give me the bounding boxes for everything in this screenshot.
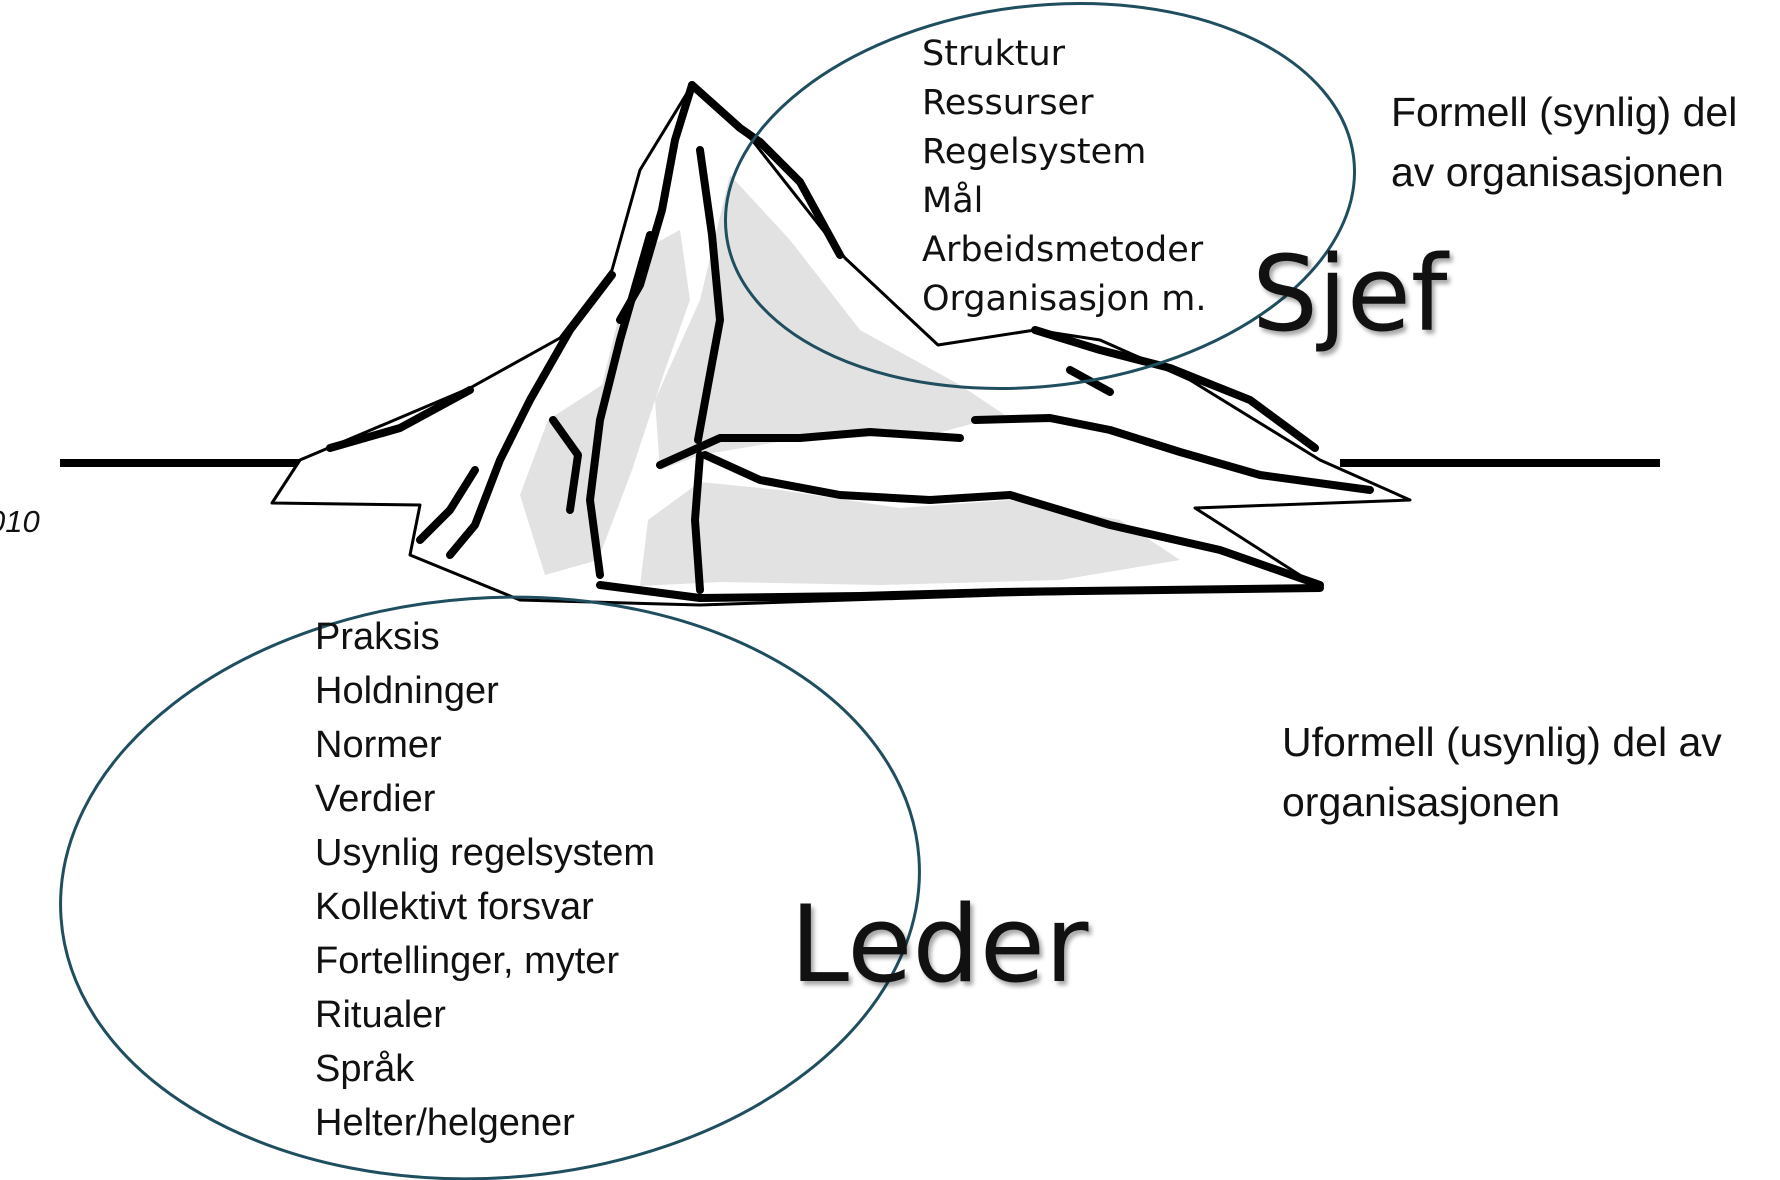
list-item: Mål [922, 181, 984, 221]
list-item: Fortellinger, myter [315, 940, 620, 982]
crevice-right-shelf [971, 414, 1374, 494]
informal-part-label: Uformell (usynlig) del av organisasjonen [1282, 712, 1722, 832]
crevice-center-vertical [694, 146, 724, 444]
list-item: Ressurser [922, 83, 1094, 123]
list-item: Struktur [922, 34, 1066, 74]
list-item: Helter/helgener [315, 1102, 575, 1144]
list-item: Språk [315, 1048, 415, 1090]
formal-part-label-line2: av organisasjonen [1391, 149, 1724, 195]
list-item: Normer [315, 724, 442, 766]
crevice-base [596, 581, 1324, 602]
crevice-left-flank [446, 271, 616, 559]
sjef-label: Sjef [1252, 233, 1448, 355]
informal-items-list: Praksis Holdninger Normer Verdier Usynli… [315, 610, 655, 1150]
crevice-far-left [326, 386, 474, 452]
crevice-mid-lower [701, 451, 1014, 504]
list-item: Arbeidsmetoder [922, 230, 1204, 270]
formal-part-label: Formell (synlig) del av organisasjonen [1391, 82, 1737, 202]
crevice-left-inner [586, 231, 654, 579]
formal-items-list: Struktur Ressurser Regelsystem Mål Arbei… [922, 30, 1206, 324]
crevice-ridge-right [756, 138, 844, 259]
crevice-center-base [691, 451, 704, 594]
informal-part-label-line1: Uformell (usynlig) del av [1282, 719, 1722, 765]
iceberg-icon [270, 81, 1412, 607]
crevice-right-upper [1031, 326, 1319, 452]
formal-part-label-line1: Formell (synlig) del [1391, 89, 1738, 135]
leder-label: Leder [790, 883, 1089, 1006]
list-item: Ritualer [315, 994, 446, 1036]
citation-fragment: 010 [0, 504, 40, 539]
crevice-mid-ledge [656, 428, 964, 469]
crevice-left-inner2 [549, 416, 582, 514]
list-item: Holdninger [315, 670, 499, 712]
informal-part-label-line2: organisasjonen [1282, 779, 1561, 825]
list-item: Organisasjon m. [922, 279, 1207, 319]
list-item: Praksis [315, 616, 440, 658]
list-item: Usynlig regelsystem [315, 832, 655, 874]
iceberg-shade-center [655, 175, 1005, 470]
crevice-lower-right [1006, 491, 1324, 589]
informal-ellipse [59, 595, 921, 1180]
formal-ellipse [724, 2, 1356, 390]
list-item: Verdier [315, 778, 436, 820]
list-item: Regelsystem [922, 132, 1147, 172]
crevice-left-base [416, 466, 479, 544]
list-item: Kollektivt forsvar [315, 886, 594, 928]
